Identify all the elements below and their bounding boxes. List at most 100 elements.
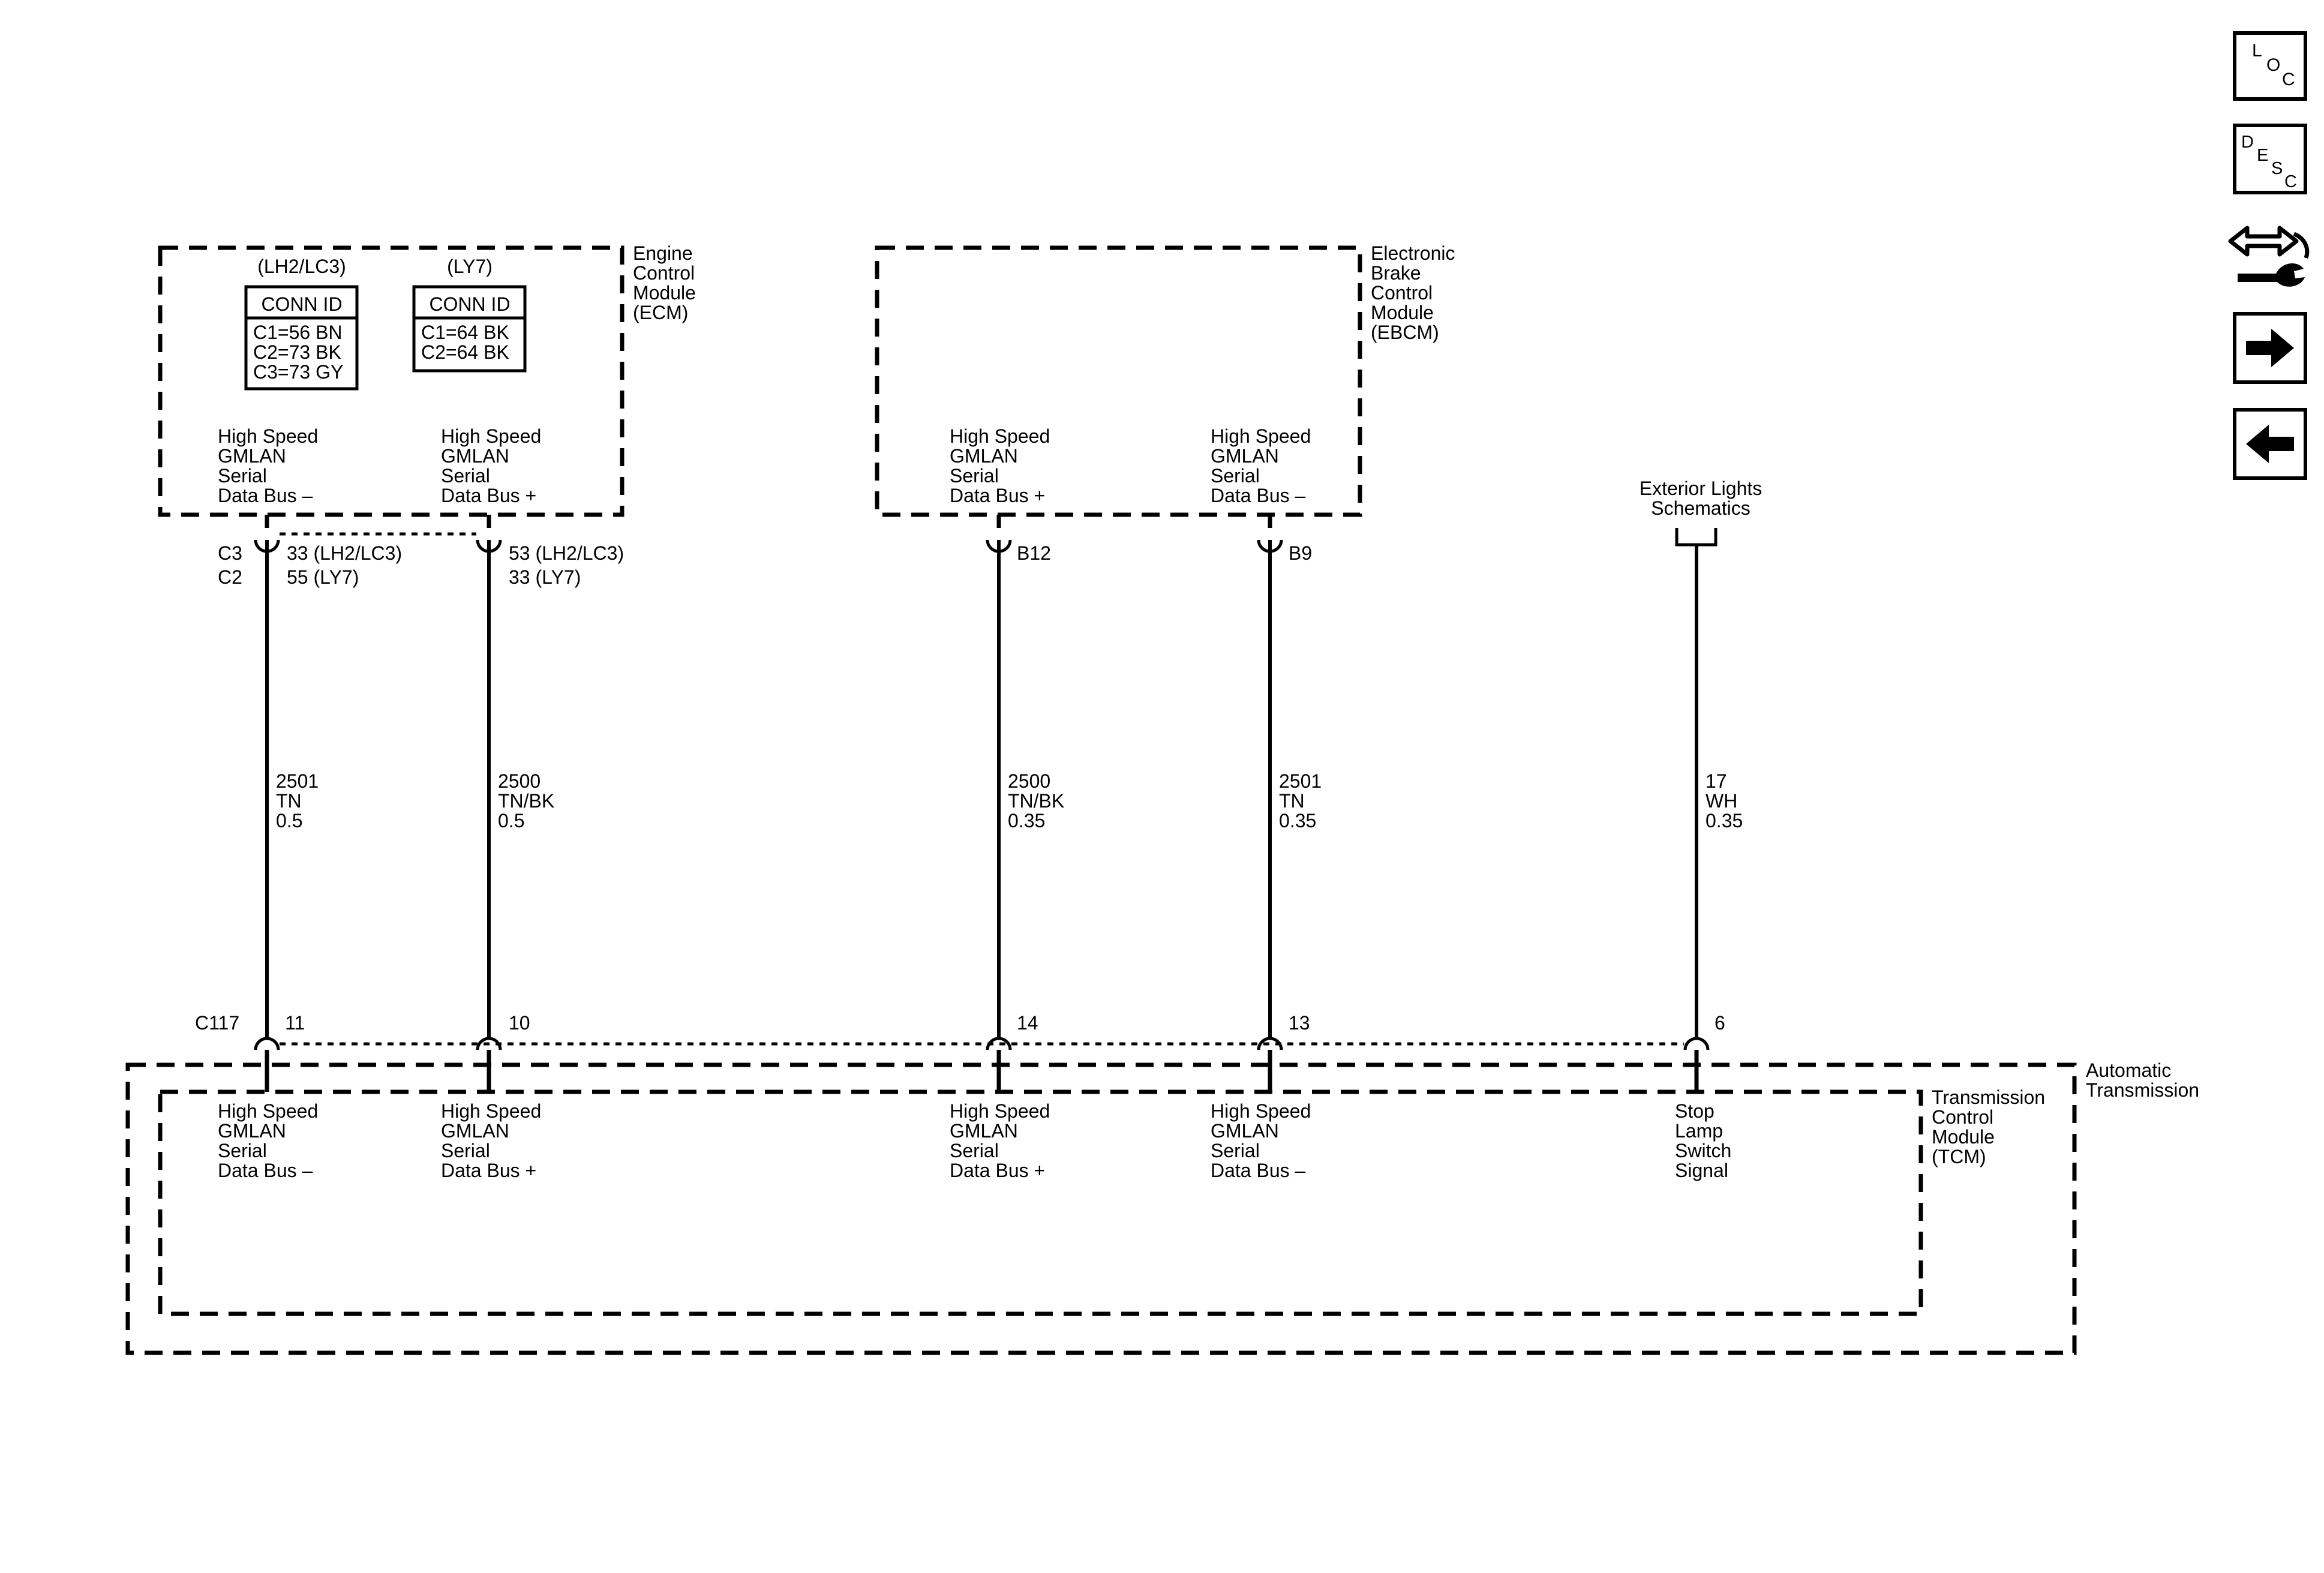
svg-text:High Speed: High Speed <box>1211 425 1311 447</box>
circuit-label-2501-ecm: 2501 TN 0.5 <box>276 770 319 831</box>
svg-text:C1=64 BK: C1=64 BK <box>421 322 509 343</box>
circuit-label-17: 17 WH 0.35 <box>1706 770 1743 831</box>
ecm-connector-pins <box>254 515 502 553</box>
exterior-lights-reference[interactable]: Exterior Lights Schematics <box>1640 478 1762 547</box>
svg-text:Data Bus –: Data Bus – <box>218 1160 313 1181</box>
svg-text:0.5: 0.5 <box>498 810 524 831</box>
svg-text:E: E <box>2257 146 2268 165</box>
svg-text:0.5: 0.5 <box>276 810 302 831</box>
svg-text:Module: Module <box>1932 1126 1995 1148</box>
svg-text:Stop: Stop <box>1675 1100 1715 1122</box>
ebcm-bus-minus-label: High Speed GMLAN Serial Data Bus – <box>1211 425 1311 506</box>
svg-text:B9: B9 <box>1289 542 1312 564</box>
svg-text:Serial: Serial <box>1211 465 1260 487</box>
svg-text:(TCM): (TCM) <box>1932 1146 1986 1167</box>
svg-text:0.35: 0.35 <box>1706 810 1743 831</box>
svg-text:High Speed: High Speed <box>950 425 1050 447</box>
ebcm-pin-labels: B12 B9 <box>1017 542 1312 564</box>
svg-text:TN: TN <box>1279 790 1305 812</box>
loc-button[interactable]: L O C <box>2233 31 2307 101</box>
tcm-ecm-bus-minus-label: High Speed GMLAN Serial Data Bus – <box>218 1100 318 1181</box>
svg-text:Automatic: Automatic <box>2086 1059 2171 1081</box>
conn-id-table-ly7: (LY7) CONN ID C1=64 BK C2=64 BK <box>412 256 527 373</box>
ecm-name: Engine Control Module (ECM) <box>633 242 696 323</box>
svg-text:Data Bus +: Data Bus + <box>950 485 1045 506</box>
svg-text:2500: 2500 <box>498 770 541 792</box>
svg-text:Serial: Serial <box>218 465 267 487</box>
svg-text:CONN ID: CONN ID <box>261 293 342 315</box>
svg-text:(EBCM): (EBCM) <box>1371 322 1439 343</box>
svg-text:Electronic: Electronic <box>1371 242 1455 264</box>
svg-text:Signal: Signal <box>1675 1160 1728 1181</box>
svg-text:High Speed: High Speed <box>218 1100 318 1122</box>
svg-text:Control: Control <box>1371 282 1433 304</box>
ebcm-frame <box>875 245 1362 517</box>
svg-text:B12: B12 <box>1017 542 1051 564</box>
svg-text:Serial: Serial <box>441 465 490 487</box>
svg-text:Serial: Serial <box>950 465 999 487</box>
svg-text:Data Bus –: Data Bus – <box>1211 1160 1306 1181</box>
svg-text:TN: TN <box>276 790 302 812</box>
svg-text:Serial: Serial <box>1211 1140 1260 1161</box>
ebcm-connector-pins <box>986 515 1283 553</box>
svg-text:High Speed: High Speed <box>950 1100 1050 1122</box>
desc-icon: D E S C <box>2241 133 2297 191</box>
svg-text:Lamp: Lamp <box>1675 1120 1723 1142</box>
tool-button[interactable] <box>2227 216 2317 292</box>
svg-text:Data Bus –: Data Bus – <box>1211 485 1306 506</box>
svg-text:33 (LH2/LC3): 33 (LH2/LC3) <box>287 542 402 564</box>
conn-id-table-lh2: (LH2/LC3) CONN ID C1=56 BN C2=73 BK C3=7… <box>244 256 359 391</box>
ebcm-bus-plus-label: High Speed GMLAN Serial Data Bus + <box>950 425 1050 506</box>
svg-text:Serial: Serial <box>218 1140 267 1161</box>
tcm-name: Transmission Control Module (TCM) <box>1932 1086 2045 1167</box>
c117-pin-labels: 11 10 14 13 6 <box>285 1012 1725 1034</box>
svg-text:C1=56 BN: C1=56 BN <box>253 322 343 343</box>
svg-text:Engine: Engine <box>633 242 693 264</box>
svg-text:C: C <box>2284 172 2297 191</box>
tcm-ebcm-bus-plus-label: High Speed GMLAN Serial Data Bus + <box>950 1100 1050 1181</box>
svg-text:WH: WH <box>1706 790 1737 812</box>
next-button[interactable] <box>2233 312 2307 384</box>
svg-text:C2=73 BK: C2=73 BK <box>253 341 341 363</box>
svg-text:Control: Control <box>633 262 695 284</box>
tcm-ebcm-bus-minus-label: High Speed GMLAN Serial Data Bus – <box>1211 1100 1311 1181</box>
svg-text:High Speed: High Speed <box>1211 1100 1311 1122</box>
svg-text:CONN ID: CONN ID <box>429 293 510 315</box>
svg-text:C3=73 GY: C3=73 GY <box>253 361 343 383</box>
previous-button[interactable] <box>2233 408 2307 480</box>
svg-text:Serial: Serial <box>950 1140 999 1161</box>
svg-text:Module: Module <box>1371 302 1434 323</box>
svg-text:10: 10 <box>509 1012 530 1034</box>
tool-icon <box>2228 226 2310 287</box>
tcm-stop-lamp-signal-label: Stop Lamp Switch Signal <box>1675 1100 1731 1181</box>
svg-text:14: 14 <box>1017 1012 1038 1034</box>
svg-text:GMLAN: GMLAN <box>218 445 286 467</box>
svg-text:S: S <box>2271 159 2283 178</box>
connector-c117: C117 <box>195 1012 1710 1092</box>
ecm-connector-labels: C3 C2 33 (LH2/LC3) 55 (LY7) 53 (LH2/LC3)… <box>218 542 624 588</box>
svg-text:GMLAN: GMLAN <box>218 1120 286 1142</box>
svg-text:6: 6 <box>1715 1012 1725 1034</box>
svg-text:GMLAN: GMLAN <box>1211 445 1279 467</box>
svg-text:Module: Module <box>633 282 696 304</box>
arrow-left-icon <box>2246 425 2294 463</box>
svg-text:C2: C2 <box>218 566 242 588</box>
svg-text:Exterior Lights: Exterior Lights <box>1640 478 1762 499</box>
desc-button[interactable]: D E S C <box>2233 124 2307 194</box>
svg-text:17: 17 <box>1706 770 1727 792</box>
svg-text:High Speed: High Speed <box>218 425 318 447</box>
svg-text:GMLAN: GMLAN <box>950 445 1018 467</box>
svg-text:GMLAN: GMLAN <box>441 1120 509 1142</box>
circuit-label-2500-ebcm: 2500 TN/BK 0.35 <box>1008 770 1064 831</box>
svg-text:Data Bus –: Data Bus – <box>218 485 313 506</box>
svg-text:High Speed: High Speed <box>441 425 541 447</box>
svg-text:Serial: Serial <box>441 1140 490 1161</box>
svg-text:2501: 2501 <box>1279 770 1322 792</box>
svg-text:O: O <box>2266 55 2280 75</box>
svg-text:2501: 2501 <box>276 770 319 792</box>
svg-text:L: L <box>2252 41 2262 61</box>
svg-text:0.35: 0.35 <box>1279 810 1316 831</box>
svg-text:C3: C3 <box>218 542 242 564</box>
svg-text:Switch: Switch <box>1675 1140 1731 1161</box>
